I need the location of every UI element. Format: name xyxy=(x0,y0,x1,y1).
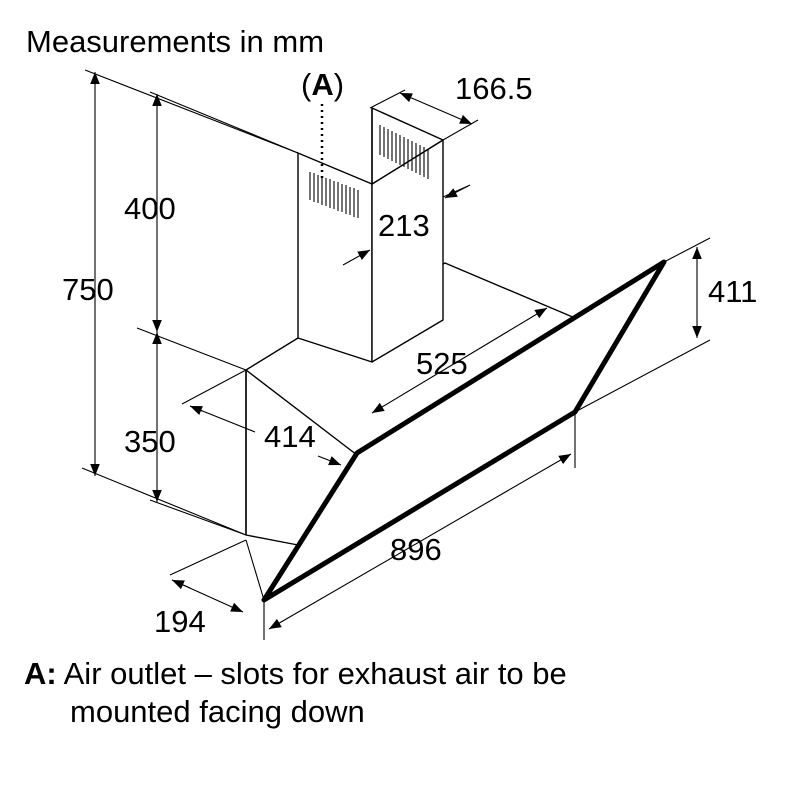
label-896: 896 xyxy=(390,532,442,567)
dim-line-213-top xyxy=(444,184,471,199)
legend-line-2: mounted facing down xyxy=(70,694,365,729)
label-166-5: 166.5 xyxy=(455,71,533,106)
dim-line-166-5 xyxy=(399,92,473,125)
measurements-title: Measurements in mm xyxy=(26,24,324,59)
dim-line-525 xyxy=(371,307,548,414)
label-400: 400 xyxy=(124,191,176,226)
legend-line-1: Air outlet – slots for exhaust air to be xyxy=(63,656,567,691)
label-750: 750 xyxy=(62,272,114,307)
dim-line-896 xyxy=(268,453,572,630)
label-213: 213 xyxy=(378,208,430,243)
dim-line-213-bottom xyxy=(342,249,371,266)
label-350: 350 xyxy=(124,424,176,459)
label-525: 525 xyxy=(416,346,468,381)
callout-letter: A xyxy=(311,67,333,102)
legend-note: A: Air outlet – slots for exhaust air to… xyxy=(24,655,784,731)
label-194: 194 xyxy=(154,604,206,639)
label-414: 414 xyxy=(264,419,316,454)
dimension-lines xyxy=(81,69,711,640)
callout-a-label: (A) xyxy=(301,67,344,102)
callout-close-paren: ) xyxy=(334,67,344,102)
legend-key: A: xyxy=(24,656,57,691)
callout-open-paren: ( xyxy=(301,67,312,102)
chimney-left-face xyxy=(297,152,373,363)
label-411: 411 xyxy=(708,274,757,309)
air-outlet-slots xyxy=(309,125,429,218)
